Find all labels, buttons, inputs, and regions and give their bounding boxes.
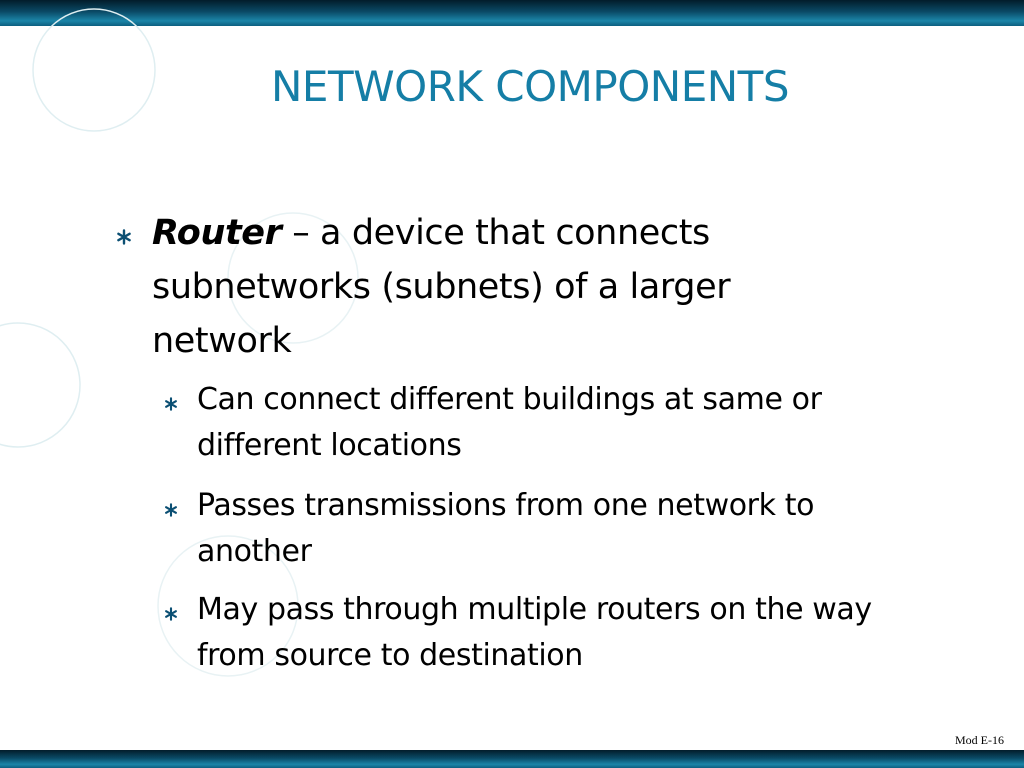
slide-footer-label: Mod E-16 <box>955 733 1004 747</box>
top-banner <box>0 0 1024 26</box>
sub-bullet: Passes transmissions from one network to… <box>197 488 815 569</box>
bottom-banner <box>0 750 1024 768</box>
asterisk-bullet-icon <box>165 397 177 411</box>
asterisk-bullet-icon <box>117 229 131 245</box>
main-bullet-text: – a device that connects subnetworks (su… <box>152 213 731 361</box>
sub-bullet: Can connect different buildings at same … <box>197 382 822 463</box>
deco-circle <box>0 322 81 448</box>
main-bullet-term: Router <box>152 213 282 253</box>
slide-title: NETWORK COMPONENTS <box>271 62 789 111</box>
main-bullet: Router – a device that connects subnetwo… <box>152 206 872 368</box>
sub-bullet: May pass through multiple routers on the… <box>197 592 872 673</box>
asterisk-bullet-icon <box>165 503 177 517</box>
asterisk-bullet-icon <box>165 607 177 621</box>
